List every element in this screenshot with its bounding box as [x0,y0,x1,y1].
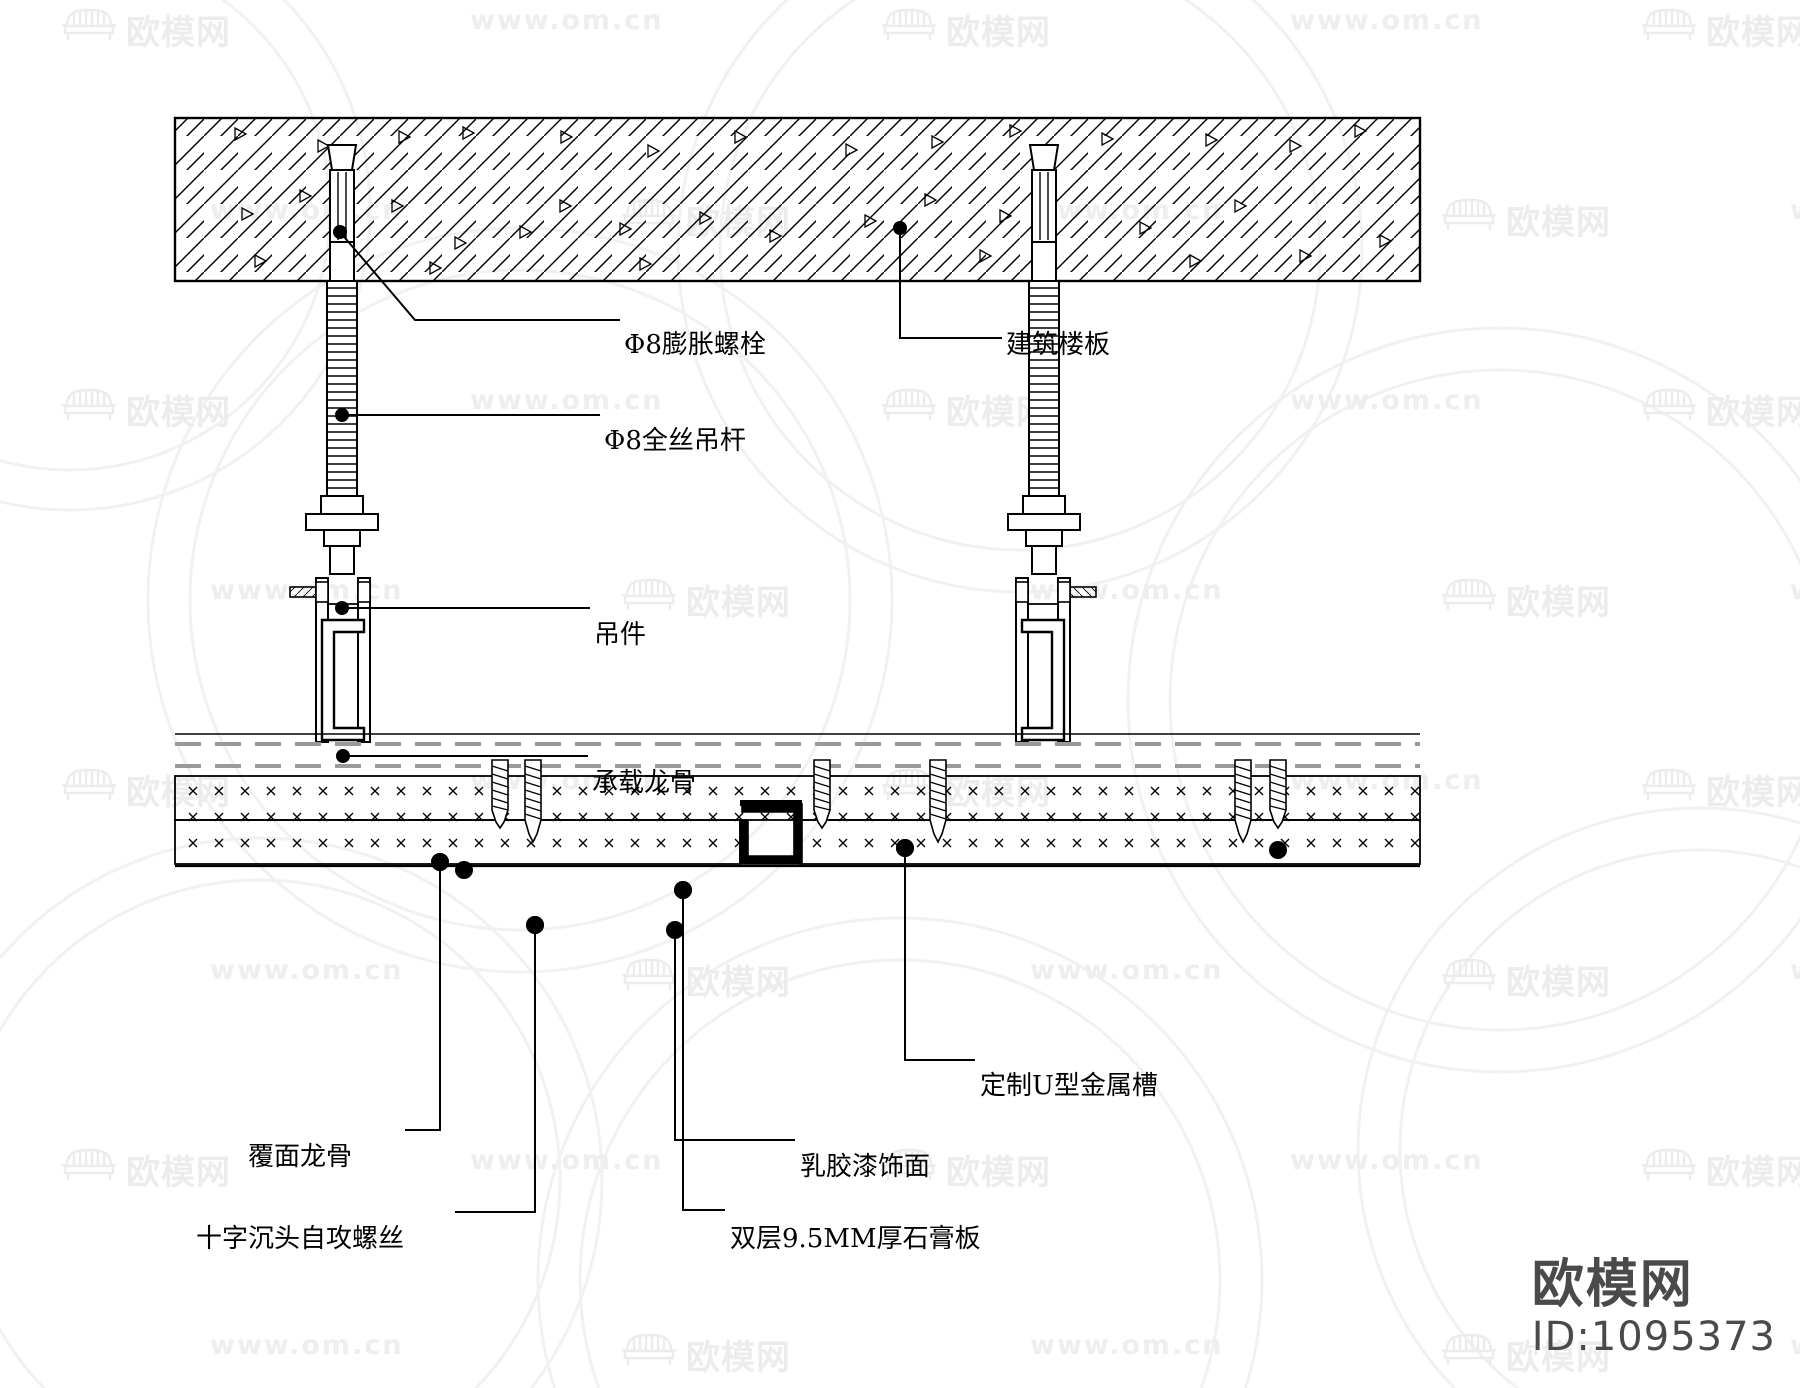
screw [1269,759,1287,830]
screw [929,759,947,844]
adjusting-nut-left [357,581,371,603]
label-threaded-rod: Φ8全丝吊杆 [604,426,746,456]
adjusting-nut-right [1015,581,1029,603]
adjusting-screw-right [1057,581,1097,603]
screw [491,759,509,830]
screw [1234,759,1252,844]
label-gypsum-board: 双层9.5MM厚石膏板 [730,1224,981,1254]
threaded-rod-left [326,280,358,497]
expansion-bolt-right [1028,144,1060,283]
label-furring-channel: 覆面龙骨 [248,1142,353,1172]
adjusting-screw-left [289,581,329,603]
label-main-runner: 承载龙骨 [592,768,697,798]
expansion-bolt-left [326,144,358,283]
label-building-slab: 建筑楼板 [1006,330,1111,360]
main-runner-right [1020,618,1066,742]
screw [524,759,542,844]
gypsum-board-assembly [174,764,1421,868]
brand-block: 欧模网 ID:1095373 [1531,1254,1776,1360]
label-u-channel: 定制U型金属槽 [980,1071,1158,1101]
brand-id: ID:1095373 [1531,1314,1776,1360]
label-hanger: 吊件 [594,620,647,650]
hanger-bracket-right [1007,495,1081,575]
label-latex-paint: 乳胶漆饰面 [800,1152,931,1182]
u-channel [739,800,803,865]
leader-lines [333,221,1002,1213]
threaded-rod-right [1028,280,1060,497]
label-screws: 十字沉头自攻螺丝 [196,1224,405,1254]
hanger-bracket-left [305,495,379,575]
label-expansion-bolt: Φ8膨胀螺栓 [624,330,766,360]
screw [813,759,831,830]
brand-name: 欧模网 [1531,1254,1694,1315]
